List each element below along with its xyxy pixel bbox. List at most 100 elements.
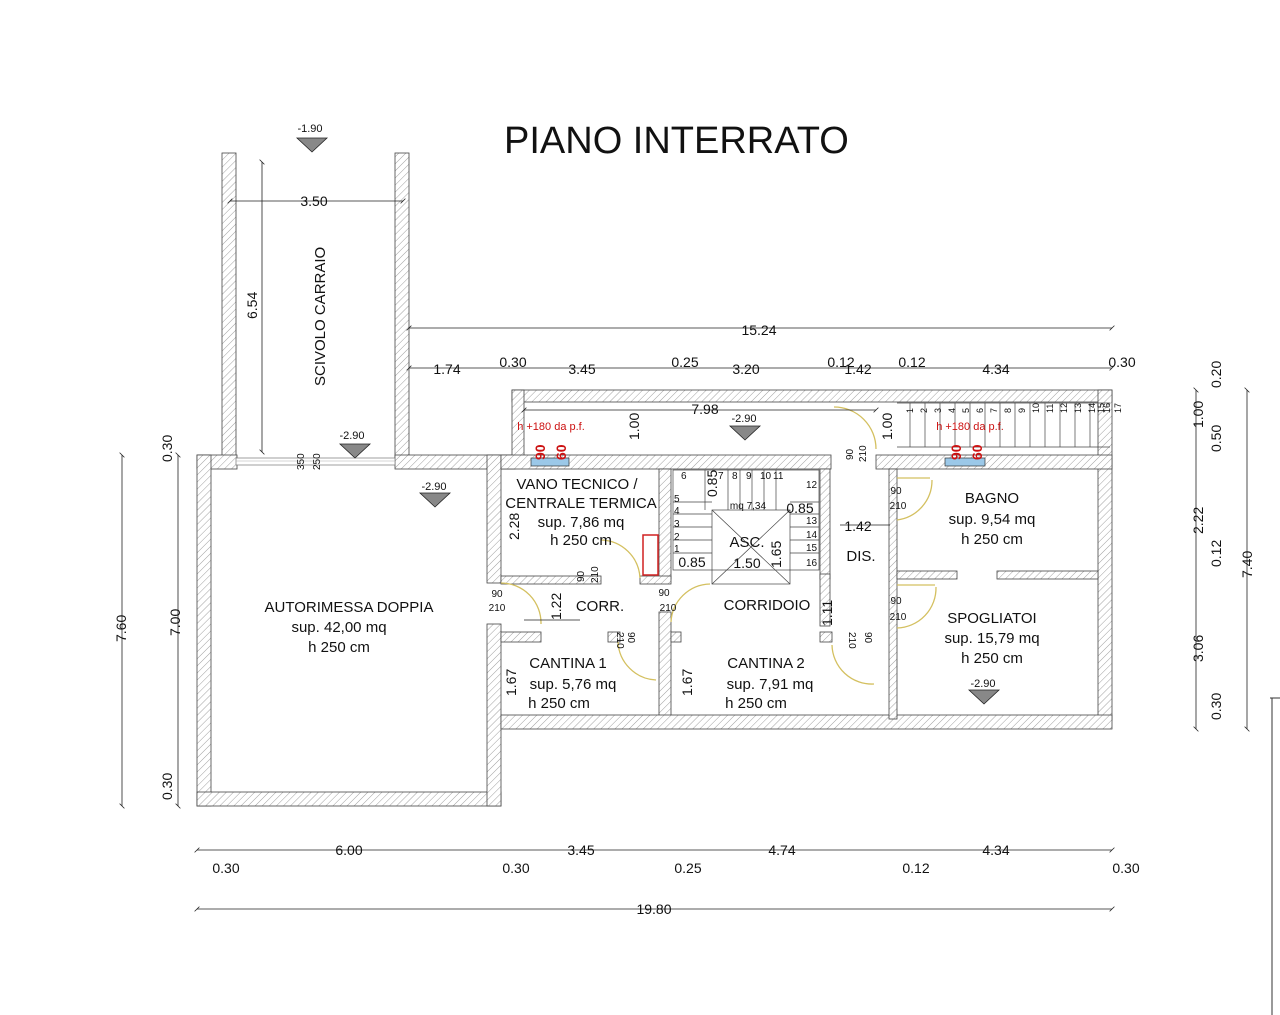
door-w-3: 90 — [890, 486, 902, 497]
cantina1-height: h 250 cm — [528, 695, 590, 712]
dim-bottom-474: 4.74 — [768, 842, 795, 858]
level-markers — [295, 137, 1001, 705]
upper-step-3: 3 — [933, 408, 943, 413]
dim-bottom-434: 4.34 — [982, 842, 1009, 858]
dim-total: 19.80 — [636, 901, 671, 917]
door-h-3: 210 — [890, 501, 907, 512]
dim-corr-111: 1.11 — [819, 600, 835, 626]
upper-step-2: 2 — [919, 408, 929, 413]
dim-asc-150: 1.50 — [733, 555, 760, 571]
door-cantina2 — [831, 644, 875, 685]
wall-scivolo-left — [221, 152, 237, 464]
wall-cantina1-top-a — [500, 631, 542, 643]
autorimessa-height: h 250 cm — [308, 639, 370, 656]
dim-bottom-012: 0.12 — [902, 860, 929, 876]
upper-step-7: 7 — [989, 408, 999, 413]
window-strips — [235, 457, 986, 576]
upper-step-13: 13 — [1073, 403, 1083, 413]
upper-step-10: 10 — [1031, 403, 1041, 413]
dim-top-5: 3.20 — [732, 361, 759, 377]
upper-step-9: 9 — [1017, 408, 1027, 413]
dim-bottom-030b: 0.30 — [502, 860, 529, 876]
step-3: 3 — [674, 519, 680, 530]
dim-top-total: 15.24 — [741, 322, 776, 338]
door-w-7: 90 — [625, 632, 636, 644]
dim-inner-100a: 1.00 — [626, 413, 642, 440]
door-w-8: 90 — [862, 632, 873, 644]
stairs-drawing — [672, 402, 1110, 585]
dim-top-4: 0.25 — [671, 354, 698, 370]
window-label-2: 60 — [553, 444, 569, 460]
wall-cantina2-top-a — [670, 631, 682, 643]
door-h-2: 210 — [660, 603, 677, 614]
window-vano — [530, 457, 570, 467]
cantina1-name: CANTINA 1 — [529, 655, 607, 672]
autorimessa-name: AUTORIMESSA DOPPIA — [265, 599, 434, 616]
door-garage — [500, 582, 542, 625]
step-11: 11 — [773, 471, 784, 482]
cantina2-height: h 250 cm — [725, 695, 787, 712]
vano-area: sup. 7,86 mq — [538, 514, 625, 531]
door-vano — [600, 539, 641, 579]
dim-cantina1-h: 1.67 — [503, 669, 519, 696]
door-h-8: 210 — [846, 632, 857, 649]
dim-cantina2-h: 1.67 — [679, 669, 695, 696]
wall-cantina-divider — [658, 611, 672, 721]
boiler — [642, 534, 659, 576]
dim-right-030: 0.30 — [1208, 693, 1224, 720]
dim-top-3: 3.45 — [568, 361, 595, 377]
door-h-5: 210 — [858, 445, 869, 462]
door-w-4: 90 — [890, 596, 902, 607]
step-2: 2 — [674, 532, 680, 543]
level-marker-2 — [338, 443, 372, 459]
dimension-lines — [119, 159, 1250, 912]
wall-stair-right — [819, 468, 831, 580]
window-label-3: 90 — [948, 444, 964, 460]
spogliatoi-name: SPOGLIATOI — [947, 610, 1036, 627]
step-4: 4 — [674, 506, 680, 517]
door-labels: 90 210 90 210 90 210 90 210 90 210 90 2 1… — [296, 445, 907, 649]
walls — [196, 152, 1113, 807]
dim-left-700: 7.00 — [167, 609, 183, 636]
dim-top-7: 1.42 — [844, 361, 871, 377]
dim-vano-h: 2.28 — [506, 513, 522, 540]
wall-vano-right — [658, 468, 672, 580]
dim-asc-085a: 0.85 — [704, 470, 720, 497]
wall-band-bottom-right — [875, 454, 1113, 470]
door-cantina1 — [617, 641, 657, 681]
level-marker-1 — [295, 137, 329, 153]
door-w-6: 90 — [576, 570, 587, 582]
window-notes: h +180 da p.f. h +180 da p.f. 90 60 90 6… — [517, 421, 1004, 460]
dim-inner-100b: 1.00 — [879, 413, 895, 440]
door-swings — [500, 406, 937, 685]
level-label-4: -2.90 — [731, 413, 756, 425]
passage-w: 350 — [296, 453, 307, 470]
cantina1-area: sup. 5,76 mq — [530, 676, 617, 693]
wall-garage-bottom — [196, 791, 502, 807]
upper-step-5: 5 — [961, 408, 971, 413]
vano-name-2: CENTRALE TERMICA — [505, 495, 656, 512]
passage-h: 250 — [312, 453, 323, 470]
wall-cantina1-top-b — [607, 631, 621, 643]
door-w-5: 90 — [845, 448, 856, 460]
upper-step-8: 8 — [1003, 408, 1013, 413]
wall-bagno-left — [888, 468, 898, 720]
window-note-2: h +180 da p.f. — [936, 421, 1004, 433]
level-marker-4 — [728, 425, 762, 441]
dim-right-222: 2.22 — [1190, 507, 1206, 534]
door-h-1: 210 — [489, 603, 506, 614]
upper-step-1: 1 — [905, 408, 915, 413]
step-5: 5 — [674, 494, 680, 505]
dim-right-050: 0.50 — [1208, 425, 1224, 452]
level-marker-5 — [967, 689, 1001, 705]
dim-bottom-030c: 0.30 — [1112, 860, 1139, 876]
dim-top-1: 1.74 — [433, 361, 460, 377]
dim-top-10: 0.30 — [1108, 354, 1135, 370]
dis-name: DIS. — [846, 548, 875, 565]
bagno-name: BAGNO — [965, 490, 1019, 507]
upper-step-14: 14 — [1087, 403, 1097, 413]
dim-bottom-600: 6.00 — [335, 842, 362, 858]
upper-step-17: 17 — [1113, 403, 1123, 413]
step-7: 7 — [718, 471, 724, 482]
